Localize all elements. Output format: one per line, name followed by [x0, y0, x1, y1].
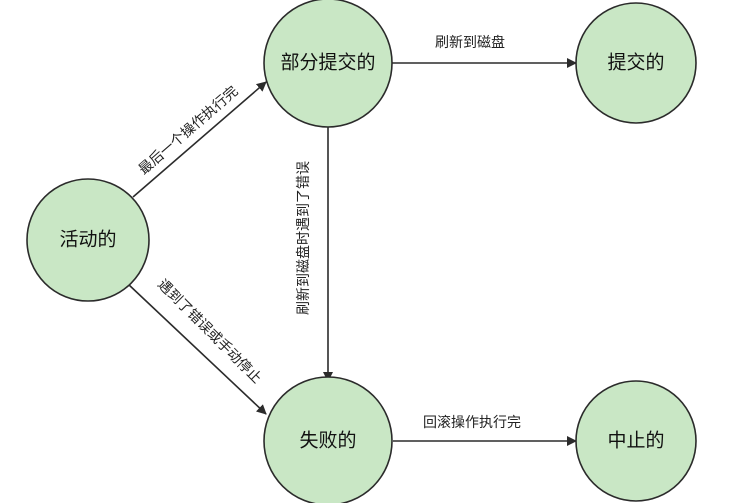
state-failed-label: 失败的 — [299, 430, 356, 452]
state-active: 活动的 — [26, 178, 150, 302]
edge-label-active-to-failed: 遇到了错误或手动停止 — [155, 276, 265, 386]
edge-label-partial-to-failed: 刷新到磁盘时遇到了错误 — [295, 161, 311, 315]
state-committed: 提交的 — [575, 2, 697, 124]
edge-label-failed-to-aborted: 回滚操作执行完 — [423, 414, 521, 430]
state-partially-committed: 部分提交的 — [263, 0, 393, 128]
state-committed-label: 提交的 — [607, 52, 664, 74]
edge-active-to-partial — [132, 81, 267, 198]
edge-active-to-failed — [127, 283, 267, 415]
state-partially-committed-label: 部分提交的 — [280, 52, 375, 74]
state-active-label: 活动的 — [59, 229, 116, 251]
state-aborted: 中止的 — [575, 380, 697, 502]
state-aborted-label: 中止的 — [607, 430, 664, 452]
edge-label-active-to-partial: 最后一个操作执行完 — [135, 83, 241, 178]
edge-label-partial-to-committed: 刷新到磁盘 — [435, 34, 505, 50]
state-failed: 失败的 — [263, 376, 393, 503]
